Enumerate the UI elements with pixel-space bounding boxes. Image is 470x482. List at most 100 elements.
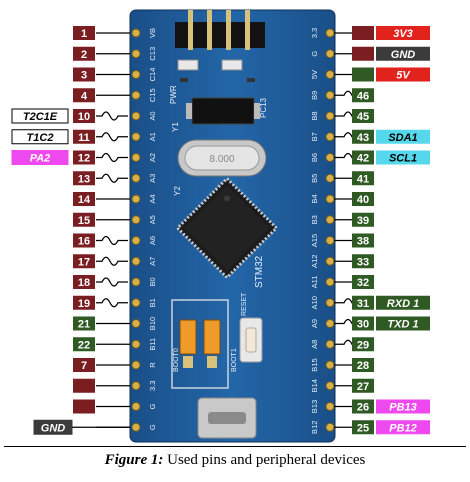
pin-number-box — [352, 233, 374, 248]
header-pin — [325, 319, 335, 328]
pin-number: 17 — [78, 256, 90, 268]
header-pin — [131, 215, 141, 225]
right-header-label: B12 — [310, 421, 319, 434]
header-pin — [325, 422, 335, 432]
pin-number: 1 — [81, 28, 87, 40]
pin-function-box — [11, 129, 69, 145]
header-pin — [325, 173, 335, 183]
pin-number: 11 — [78, 132, 90, 144]
pin-number: 33 — [357, 256, 369, 268]
pin-function-label: GND — [41, 422, 66, 434]
crystal-marking: 8.000 — [209, 154, 234, 165]
header-pin — [131, 173, 141, 183]
pin-number-box — [352, 171, 374, 186]
pin-number-box — [73, 378, 95, 393]
right-header-label: A9 — [310, 319, 319, 328]
header-pin — [325, 132, 335, 142]
pin-number-box — [73, 67, 95, 82]
header-pin — [131, 194, 141, 204]
pin-function-label: GND — [391, 49, 416, 61]
right-header-label: G — [310, 51, 319, 57]
left-header-label: G — [148, 424, 157, 430]
pin-number-box — [73, 358, 95, 372]
right-header-label: B13 — [310, 400, 319, 413]
right-header-label: B4 — [310, 194, 319, 203]
header-pin — [131, 256, 141, 266]
pin-number: 29 — [357, 339, 369, 351]
pin-number-box — [352, 275, 374, 289]
left-header-label: B0 — [148, 277, 157, 286]
pin-number: 3 — [81, 70, 87, 82]
right-header-label: B8 — [310, 111, 319, 120]
pin-number: 26 — [357, 402, 369, 414]
left-header-label: A1 — [148, 132, 157, 141]
pin-number: 42 — [357, 153, 369, 165]
rtc-crystal — [186, 97, 260, 125]
header-pin — [131, 422, 141, 432]
right-header-label: B6 — [310, 153, 319, 162]
pin-number-box — [352, 67, 374, 82]
right-header-label: A10 — [310, 296, 319, 309]
header-pin — [325, 194, 335, 204]
silk-boot1: BOOT1 — [231, 348, 238, 372]
header-pin — [131, 49, 141, 59]
pin-wave — [96, 111, 128, 121]
header-pin — [325, 111, 335, 121]
header-pin — [325, 277, 335, 287]
top-pin-header — [175, 10, 265, 50]
pin-number: 39 — [357, 215, 369, 227]
right-header-label: A12 — [310, 255, 319, 268]
pin-number-box — [352, 295, 374, 310]
left-header-label: R — [148, 362, 157, 368]
header-pin — [131, 319, 141, 328]
pin-number: 13 — [78, 173, 90, 185]
pin-function-box — [376, 67, 430, 82]
header-pin — [325, 381, 335, 391]
pin-function-label: PA2 — [30, 153, 51, 165]
pin-number-box — [352, 129, 374, 144]
right-header-label: A15 — [310, 234, 319, 247]
pin-number: 15 — [78, 215, 90, 227]
pin-function-box — [376, 26, 430, 40]
header-pin — [325, 153, 335, 162]
header-pin — [131, 236, 141, 245]
pin-number-box — [73, 150, 95, 165]
pin-wave — [96, 132, 128, 142]
left-header-label: C15 — [148, 88, 157, 102]
header-pin — [131, 298, 141, 308]
header-pin — [131, 277, 141, 287]
header-pin — [131, 132, 141, 142]
left-header-label: C13 — [148, 47, 157, 61]
header-pin — [325, 298, 335, 308]
pin-number-box — [73, 46, 95, 61]
pin-number: 19 — [78, 298, 90, 310]
figure-caption: Figure 1: Used pins and peripheral devic… — [0, 452, 470, 469]
pin-function-label: RXD 1 — [387, 298, 419, 310]
pin-number: 43 — [357, 132, 369, 144]
pin-number-box — [73, 192, 95, 206]
pin-number: 2 — [81, 49, 87, 61]
pin-wave — [96, 277, 128, 287]
header-pin — [131, 111, 141, 121]
usb-connector — [197, 397, 257, 439]
pin-number: 21 — [78, 319, 90, 331]
pin-number-box — [73, 171, 95, 186]
pin-function-box — [376, 399, 430, 414]
pin-number-box — [73, 26, 95, 40]
right-header-label: B3 — [310, 215, 319, 224]
pin-number-box — [73, 129, 95, 144]
left-header-label: A5 — [148, 215, 157, 224]
pin-function-label: PB12 — [389, 422, 417, 434]
caption-text: Used pins and peripheral devices — [167, 452, 366, 468]
silk-y1: Y1 — [171, 122, 180, 132]
caption-rule — [4, 446, 466, 447]
pin-number: 32 — [357, 277, 369, 289]
right-header-label: 3.3 — [310, 28, 319, 38]
pin-number-box — [352, 399, 374, 414]
header-pin — [131, 153, 141, 162]
left-header-label: VB — [148, 28, 157, 38]
pin-function-label: T2C1E — [23, 111, 58, 123]
left-header-label: B11 — [148, 338, 157, 351]
silk-y2: Y2 — [173, 186, 182, 196]
